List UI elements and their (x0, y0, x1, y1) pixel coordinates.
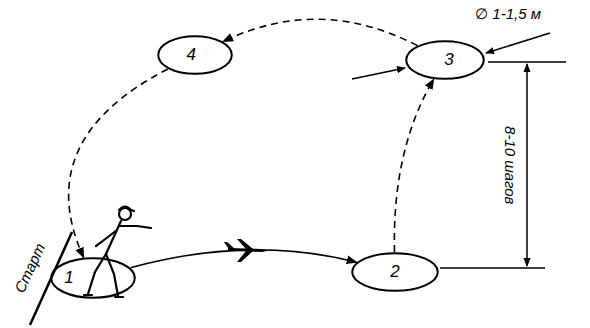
throw-path (131, 250, 357, 268)
dimension-lines (440, 62, 566, 268)
distance-label: 8-10 шагов (502, 126, 519, 204)
zone-number-block: 3 (444, 51, 453, 70)
zone-number: 4 (186, 46, 195, 65)
zone-ellipse: 1 (50, 257, 136, 299)
thrower-figure (84, 207, 151, 298)
diameter-label: ∅ 1-1,5 м (475, 6, 541, 23)
zone-number: 1 (64, 269, 73, 288)
zone-number-block: 2 (390, 263, 399, 282)
zone-ellipse: 4 (157, 35, 233, 75)
start-label: Старт (11, 241, 48, 295)
run-path (69, 69, 168, 258)
run-path (223, 19, 417, 45)
diameter-lines (352, 33, 550, 79)
run-path (394, 79, 433, 252)
ellipse-shape (51, 258, 135, 298)
zone-number: 2 (390, 263, 399, 282)
zone-ellipse: 3 (405, 40, 485, 80)
ellipse-outline (50, 257, 136, 299)
zone-number-block: 1 (64, 269, 73, 288)
zone-number-block: 4 (186, 46, 195, 65)
zone-number: 3 (444, 51, 453, 70)
ellipse-shape (406, 41, 484, 79)
ellipse-shape (352, 253, 438, 291)
ellipse-shape (158, 36, 232, 74)
zone-ellipse: 2 (351, 252, 439, 292)
